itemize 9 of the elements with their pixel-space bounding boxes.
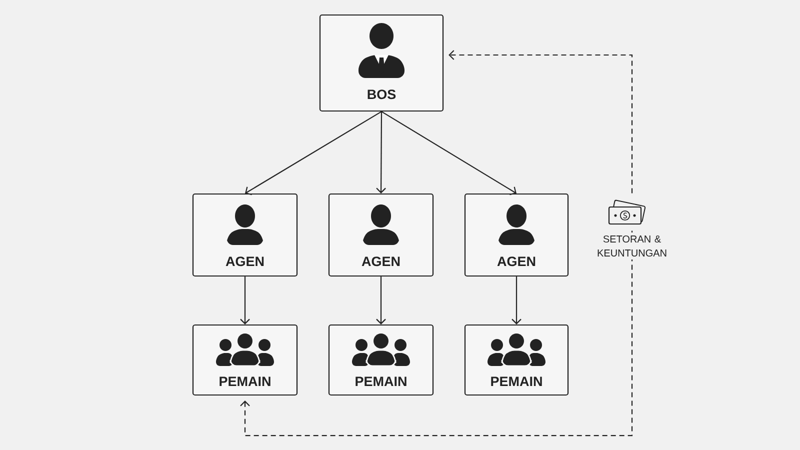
arrow — [512, 276, 522, 324]
arrow — [240, 276, 250, 324]
role-box: AGEN — [328, 193, 434, 277]
role-box: AGEN — [464, 193, 569, 277]
arrow — [245, 111, 382, 196]
arrow — [376, 112, 386, 194]
arrow — [381, 111, 516, 196]
arrow — [376, 276, 386, 324]
role-box: AGEN — [192, 193, 298, 277]
